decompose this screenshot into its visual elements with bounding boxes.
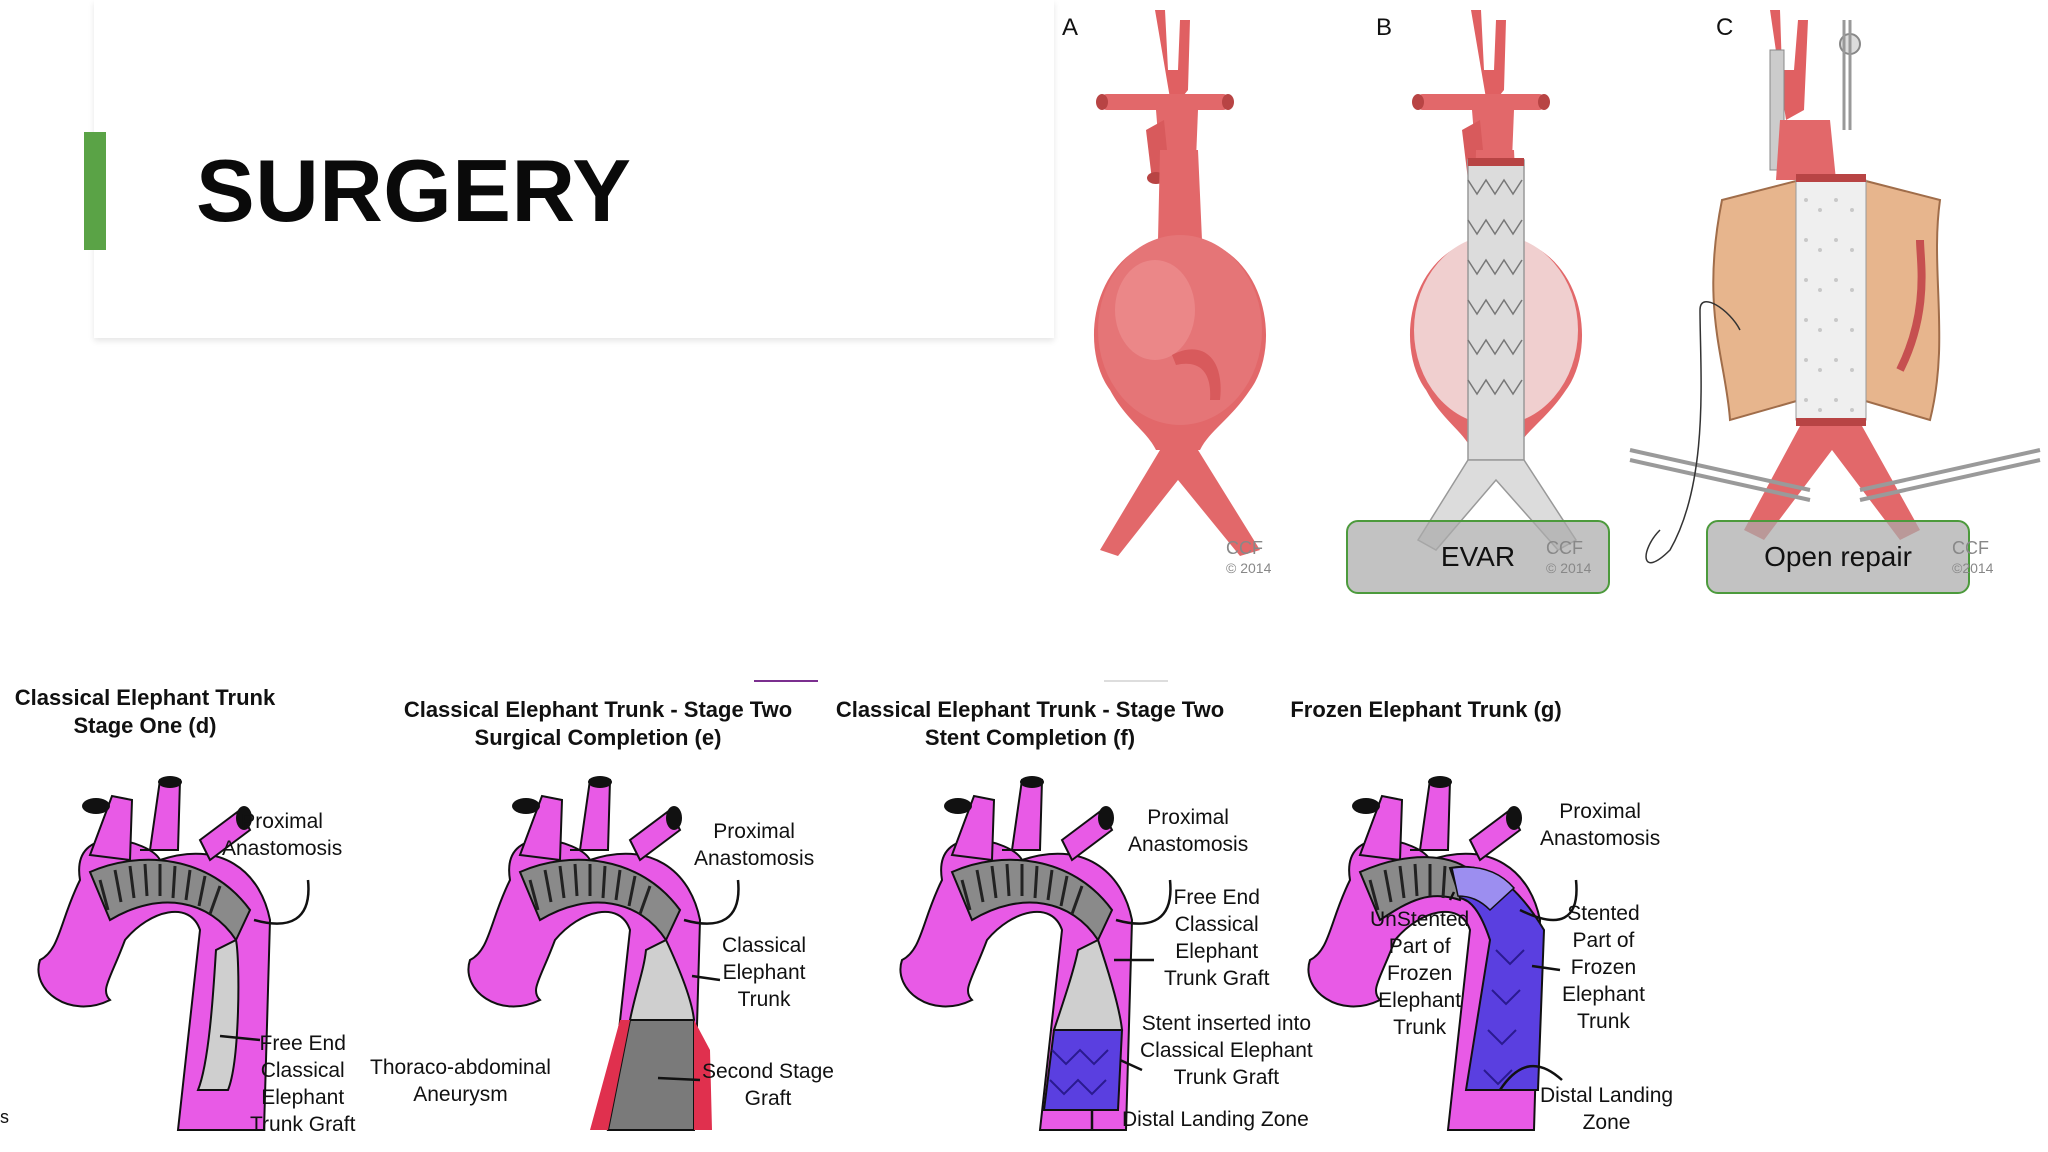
panel-b-evar-illustration: [1409, 10, 1583, 551]
panel-c-credit-year: ©2014: [1952, 560, 1994, 576]
diagram-g-unstented-label: UnStented Part of Frozen Elephant Trunk: [1370, 906, 1469, 1041]
diagram-d-free-end-line2: Classical: [260, 1059, 345, 1082]
diagram-g-unstented-line1: UnStented: [1370, 908, 1470, 931]
diagram-f-title-line1: Classical Elephant Trunk - Stage Two: [835, 697, 1225, 722]
diagram-d-free-end-label: Free End Classical Elephant Trunk Graft: [250, 1030, 355, 1138]
diagram-d-proximal-line2: Anastomosis: [222, 837, 343, 860]
diagram-d-free-end-line4: Trunk Graft: [250, 1113, 356, 1136]
diagram-f-distal-label: Distal Landing Zone: [1122, 1106, 1309, 1133]
diagram-f-distal-line1: Distal Landing Zone: [1122, 1108, 1309, 1131]
diagram-g-distal-line1: Distal Landing: [1540, 1084, 1674, 1107]
panel-c-open-repair-illustration: [1629, 10, 2041, 564]
diagram-f-title-line2: Stent Completion (f): [924, 725, 1136, 750]
evar-label-box: EVAR: [1346, 520, 1610, 594]
diagram-f-proximal-label: Proximal Anastomosis: [1128, 804, 1248, 858]
open-repair-label-box: Open repair: [1706, 520, 1970, 594]
diagram-g-illustration: [1307, 776, 1578, 1131]
diagram-e-aneurysm-line2: Aneurysm: [413, 1083, 508, 1106]
panel-a-letter: A: [1062, 14, 1079, 41]
diagram-g-title-line1: Frozen Elephant Trunk (g): [1290, 697, 1562, 722]
diagram-f-proximal-line1: Proximal: [1147, 806, 1229, 829]
panel-a-credit: CCF © 2014: [1226, 538, 1271, 578]
diagram-e-trunk-line3: Trunk: [737, 988, 791, 1011]
diagram-d-title: Classical Elephant Trunk Stage One (d): [0, 684, 290, 740]
diagram-f-free-end-line4: Trunk Graft: [1164, 967, 1270, 990]
diagram-g-unstented-line2: Part of: [1388, 935, 1451, 958]
diagram-e-trunk-line2: Elephant: [722, 961, 806, 984]
diagram-g-stented-line1: Stented: [1567, 902, 1640, 925]
diagram-g-stented-line3: Frozen: [1570, 956, 1637, 979]
panel-a-aneurysm-illustration: [1093, 10, 1267, 556]
panel-a-credit-name: CCF: [1226, 538, 1263, 558]
diagram-e-aneurysm-line1: Thoraco-abdominal: [370, 1056, 551, 1079]
diagram-e-second-stage-line1: Second Stage: [702, 1060, 834, 1083]
diagram-d-proximal-label: Proximal Anastomosis: [222, 808, 342, 862]
panel-c-credit: CCF ©2014: [1952, 538, 1993, 578]
diagram-e-title: Classical Elephant Trunk - Stage Two Sur…: [388, 696, 808, 752]
panel-b-credit-year: © 2014: [1546, 560, 1592, 576]
diagram-g-distal-label: Distal Landing Zone: [1540, 1082, 1673, 1136]
divider-line-purple: [754, 680, 818, 682]
diagram-g-stented-line2: Part of: [1572, 929, 1635, 952]
panel-c-credit-name: CCF: [1952, 538, 1989, 558]
diagram-f-stent-line2: Classical Elephant: [1140, 1039, 1313, 1062]
diagram-f-stent-line1: Stent inserted into: [1141, 1012, 1312, 1035]
diagram-f-free-end-line1: Free End: [1173, 886, 1260, 909]
diagram-d-free-end-line1: Free End: [259, 1032, 346, 1055]
diagram-g-unstented-line3: Frozen: [1386, 962, 1453, 985]
diagram-e-title-line1: Classical Elephant Trunk - Stage Two: [403, 697, 793, 722]
diagram-g-unstented-line4: Elephant: [1378, 989, 1462, 1012]
open-repair-label: Open repair: [1764, 541, 1912, 572]
diagram-d-illustration: [37, 776, 310, 1131]
diagram-d-title-line1: Classical Elephant Trunk: [14, 685, 276, 710]
divider-line-gray: [1104, 680, 1168, 682]
diagram-f-free-end-line3: Elephant: [1175, 940, 1259, 963]
title-card: [94, 0, 1054, 338]
diagram-e-illustration: [467, 776, 740, 1131]
slide-title: SURGERY: [196, 141, 632, 240]
diagram-g-stented-line4: Elephant: [1562, 983, 1645, 1006]
diagram-e-title-line2: Surgical Completion (e): [474, 725, 722, 750]
diagram-g-proximal-label: Proximal Anastomosis: [1540, 798, 1660, 852]
diagram-d-proximal-line1: Proximal: [241, 810, 323, 833]
diagram-f-free-end-label: Free End Classical Elephant Trunk Graft: [1164, 884, 1269, 992]
diagram-f-illustration: [899, 776, 1172, 1131]
panel-c-letter: C: [1716, 14, 1734, 41]
diagram-f-stent-label: Stent inserted into Classical Elephant T…: [1140, 1010, 1313, 1091]
diagram-e-trunk-line1: Classical: [722, 934, 807, 957]
title-accent-bar: [84, 132, 106, 250]
diagram-e-proximal-label: Proximal Anastomosis: [694, 818, 814, 872]
panel-a-credit-year: © 2014: [1226, 560, 1272, 576]
diagram-f-proximal-line2: Anastomosis: [1128, 833, 1249, 856]
panel-b-credit-name: CCF: [1546, 538, 1583, 558]
edge-text: s: [0, 1107, 9, 1127]
diagram-g-proximal-line2: Anastomosis: [1540, 827, 1661, 850]
diagram-f-title: Classical Elephant Trunk - Stage Two Ste…: [820, 696, 1240, 752]
diagram-g-stented-label: Stented Part of Frozen Elephant Trunk: [1562, 900, 1645, 1035]
diagram-e-second-stage-label: Second Stage Graft: [702, 1058, 834, 1112]
diagram-e-aneurysm-label: Thoraco-abdominal Aneurysm: [370, 1054, 551, 1108]
diagram-f-free-end-line2: Classical: [1174, 913, 1259, 936]
evar-label: EVAR: [1440, 541, 1516, 572]
diagram-g-unstented-line5: Trunk: [1393, 1016, 1447, 1039]
diagram-g-distal-line2: Zone: [1582, 1111, 1631, 1134]
panel-b-letter: B: [1376, 14, 1393, 41]
diagram-g-title: Frozen Elephant Trunk (g): [1256, 696, 1596, 724]
diagram-f-stent-line3: Trunk Graft: [1173, 1066, 1280, 1089]
diagram-d-free-end-line3: Elephant: [261, 1086, 345, 1109]
diagram-e-second-stage-line2: Graft: [744, 1087, 792, 1110]
diagram-e-trunk-label: Classical Elephant Trunk: [722, 932, 806, 1013]
diagram-g-stented-line5: Trunk: [1577, 1010, 1630, 1033]
panel-b-credit: CCF © 2014: [1546, 538, 1591, 578]
diagram-d-title-line2: Stage One (d): [73, 713, 217, 738]
diagram-e-proximal-line2: Anastomosis: [694, 847, 815, 870]
diagram-e-proximal-line1: Proximal: [713, 820, 795, 843]
diagram-g-proximal-line1: Proximal: [1559, 800, 1641, 823]
